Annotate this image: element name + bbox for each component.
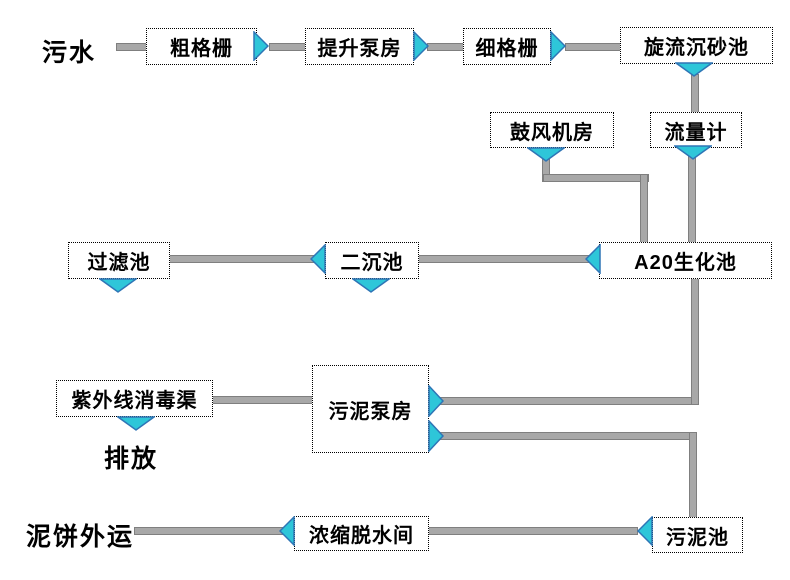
pipe-sludge-pump-return-horizontal <box>440 397 699 405</box>
pipe-sludge-tank-to-dewatering <box>428 527 638 535</box>
node-secondary-clarifier: 二沉池 <box>325 242 419 279</box>
arrow-down-icon <box>117 416 155 431</box>
inflow-label: 污水 <box>42 40 97 67</box>
pipe-blower-elbow-down-to-a2o <box>640 174 648 244</box>
pipe-flow-meter-to-a2o <box>688 154 696 244</box>
pipe-grit-chamber-to-flow-meter <box>691 74 699 114</box>
node-blower-room: 鼓风机房 <box>490 112 614 148</box>
node-flow-meter: 流量计 <box>650 112 742 148</box>
arrow-left-icon <box>310 244 326 274</box>
arrow-right-icon <box>550 31 566 61</box>
pipe-uv-channel-sludge-pump <box>212 396 314 404</box>
arrow-down-icon <box>675 62 713 77</box>
cake-out-label: 泥饼外运 <box>26 524 135 551</box>
pipe-blower-elbow-horizontal <box>543 174 649 182</box>
pipe-waste-down-to-sludge-tank <box>689 432 697 519</box>
pipe-return-up-to-a2o <box>691 278 699 405</box>
pipe-dewatering-to-cake-out <box>134 527 284 535</box>
arrow-down-icon <box>674 145 712 160</box>
node-coarse-screen: 粗格栅 <box>146 28 257 65</box>
discharge-label: 排放 <box>104 446 159 473</box>
arrow-down-icon <box>352 278 390 293</box>
node-sludge-tank: 污泥池 <box>652 517 743 553</box>
arrow-right-icon <box>253 31 269 61</box>
node-uv-channel: 紫外线消毒渠 <box>56 380 213 417</box>
arrow-right-icon <box>428 420 444 452</box>
node-cyclone-grit-chamber: 旋流沉砂池 <box>620 27 773 64</box>
node-dewatering-room: 浓缩脱水间 <box>294 516 429 551</box>
pipe-sludge-pump-waste-horizontal <box>440 432 697 440</box>
arrow-down-icon <box>99 278 137 293</box>
arrow-left-icon <box>637 516 653 546</box>
arrow-right-icon <box>413 31 429 61</box>
node-fine-screen: 细格栅 <box>463 28 551 65</box>
arrow-left-icon <box>585 244 601 274</box>
pipe-fine-screen-to-grit-chamber <box>565 43 622 51</box>
pipe-secondary-to-filter-tank <box>169 255 315 263</box>
arrow-left-icon <box>279 516 295 546</box>
arrow-right-icon <box>428 385 444 417</box>
arrow-down-icon <box>527 147 565 162</box>
pipe-a2o-to-secondary-clarifier <box>417 255 589 263</box>
pipe-inflow-to-coarse-screen <box>116 43 150 51</box>
pipe-lift-pump-to-fine-screen <box>427 43 465 51</box>
node-sludge-pump-station: 污泥泵房 <box>312 365 429 453</box>
node-filter-tank: 过滤池 <box>68 242 170 279</box>
node-lift-pump-station: 提升泵房 <box>305 28 414 65</box>
node-a2o-tank: A20生化池 <box>599 242 772 279</box>
pipe-coarse-screen-to-lift-pump <box>269 43 307 51</box>
